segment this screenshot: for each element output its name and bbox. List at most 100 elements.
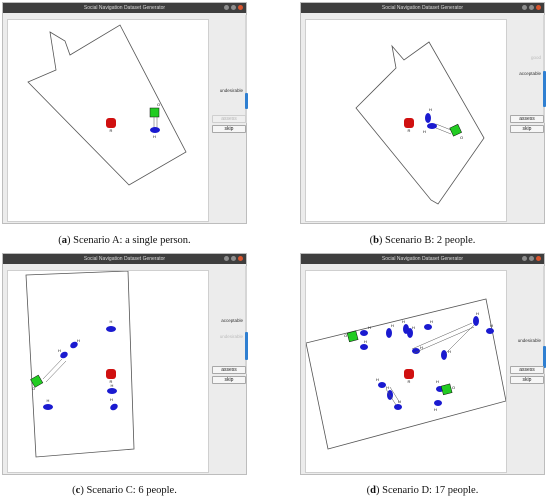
- svg-text:H: H: [110, 397, 113, 402]
- skip-button[interactable]: skip: [510, 125, 544, 133]
- svg-text:H: H: [364, 339, 367, 344]
- assessment-panel: acceptable undesirable assess skip: [211, 266, 248, 474]
- robot-marker: R: [404, 118, 414, 133]
- human-marker: H: [425, 107, 432, 123]
- assessment-panel: good acceptable assess skip: [509, 15, 546, 223]
- human-marker: H: [423, 123, 437, 134]
- svg-text:H: H: [412, 325, 415, 330]
- assessment-slider[interactable]: [543, 15, 546, 123]
- title-bar: Social Navigation Dataset Generator: [3, 3, 246, 13]
- human-marker: H: [412, 345, 423, 354]
- svg-text:H: H: [47, 398, 50, 403]
- close-icon[interactable]: [536, 5, 541, 10]
- svg-text:H: H: [110, 319, 113, 324]
- human-marker: H: [43, 398, 53, 410]
- human-marker: H: [107, 383, 117, 394]
- human-marker: H: [486, 323, 494, 334]
- svg-text:H: H: [476, 311, 479, 316]
- svg-text:H: H: [391, 323, 394, 328]
- svg-text:H: H: [376, 377, 379, 382]
- skip-button[interactable]: skip: [212, 376, 246, 384]
- panel-scenario-b: Social Navigation Dataset Generator R H …: [300, 2, 546, 246]
- svg-text:O: O: [32, 386, 35, 391]
- assess-button[interactable]: assess: [510, 115, 544, 123]
- room-outline: [27, 24, 187, 186]
- human-marker: H: [360, 339, 368, 350]
- slider-thumb[interactable]: [543, 71, 546, 107]
- level-label-lower: undesirable: [219, 334, 243, 339]
- object-marker: O: [449, 123, 463, 140]
- close-icon[interactable]: [536, 256, 541, 261]
- window-title: Social Navigation Dataset Generator: [381, 256, 464, 262]
- maximize-icon[interactable]: [231, 256, 236, 261]
- object-label: O: [157, 102, 160, 107]
- human-marker: H: [386, 323, 394, 338]
- close-icon[interactable]: [238, 256, 243, 261]
- svg-text:H: H: [430, 319, 433, 324]
- scene-canvas: O H H H H H H H H H H R H H H H H O: [305, 270, 507, 473]
- assess-button[interactable]: assess: [212, 115, 246, 123]
- room-outline: [355, 41, 485, 205]
- scene-canvas: R H H O: [305, 19, 507, 222]
- object-marker: O: [344, 330, 359, 343]
- slider-thumb[interactable]: [245, 93, 248, 109]
- assessment-slider[interactable]: [245, 266, 248, 374]
- human-marker: H: [407, 325, 415, 338]
- maximize-icon[interactable]: [529, 256, 534, 261]
- minimize-icon[interactable]: [522, 256, 527, 261]
- svg-text:O: O: [460, 135, 463, 140]
- assess-button[interactable]: assess: [212, 366, 246, 374]
- scene-canvas: R O H: [7, 19, 209, 222]
- window-title: Social Navigation Dataset Generator: [83, 256, 166, 262]
- svg-text:H: H: [490, 323, 493, 328]
- level-label-upper: acceptable: [221, 318, 243, 323]
- maximize-icon[interactable]: [529, 5, 534, 10]
- object-marker: O: [30, 374, 44, 391]
- skip-button[interactable]: skip: [510, 376, 544, 384]
- robot-marker: R: [106, 369, 116, 384]
- svg-text:O: O: [452, 385, 455, 390]
- slider-thumb[interactable]: [543, 346, 546, 368]
- human-marker: H: [70, 338, 80, 349]
- level-label-lower: acceptable: [519, 71, 541, 76]
- minimize-icon[interactable]: [522, 5, 527, 10]
- object-marker: O: [440, 383, 455, 396]
- level-label-upper: good: [530, 55, 541, 60]
- close-icon[interactable]: [238, 5, 243, 10]
- assessment-slider[interactable]: [245, 15, 248, 123]
- svg-text:H: H: [368, 325, 371, 330]
- caption-a: (a) Scenario A: a single person.: [58, 235, 191, 246]
- svg-text:H: H: [434, 407, 437, 412]
- robot-marker: R: [404, 369, 414, 384]
- svg-text:O: O: [344, 333, 347, 338]
- assess-button[interactable]: assess: [510, 366, 544, 374]
- app-window: Social Navigation Dataset Generator R O: [2, 2, 248, 224]
- room-outline: [25, 271, 135, 458]
- svg-text:H: H: [398, 399, 401, 404]
- skip-button[interactable]: skip: [212, 125, 246, 133]
- minimize-icon[interactable]: [224, 256, 229, 261]
- human-marker: H: [150, 127, 160, 139]
- level-label-lower: undesirable: [219, 88, 243, 93]
- slider-thumb[interactable]: [245, 332, 248, 360]
- window-title: Social Navigation Dataset Generator: [83, 5, 166, 11]
- robot-marker: R: [106, 118, 116, 133]
- maximize-icon[interactable]: [231, 5, 236, 10]
- minimize-icon[interactable]: [224, 5, 229, 10]
- human-marker: H: [424, 319, 433, 330]
- human-marker: H: [434, 400, 442, 412]
- svg-text:H: H: [402, 319, 405, 324]
- human-marker: H: [110, 397, 118, 411]
- svg-text:R: R: [110, 379, 113, 384]
- panel-scenario-d: Social Navigation Dataset Generator O H …: [300, 253, 546, 496]
- svg-text:H: H: [436, 379, 439, 384]
- title-bar: Social Navigation Dataset Generator: [301, 3, 544, 13]
- svg-text:R: R: [408, 128, 411, 133]
- panel-scenario-a: Social Navigation Dataset Generator R O: [2, 2, 248, 246]
- svg-text:H: H: [423, 129, 426, 134]
- assessment-slider[interactable]: [543, 266, 546, 374]
- svg-text:R: R: [408, 379, 411, 384]
- human-marker: H: [376, 377, 386, 388]
- assessment-panel: undesirable assess skip: [211, 15, 248, 223]
- scene-canvas: H H H O R H H H: [7, 270, 209, 473]
